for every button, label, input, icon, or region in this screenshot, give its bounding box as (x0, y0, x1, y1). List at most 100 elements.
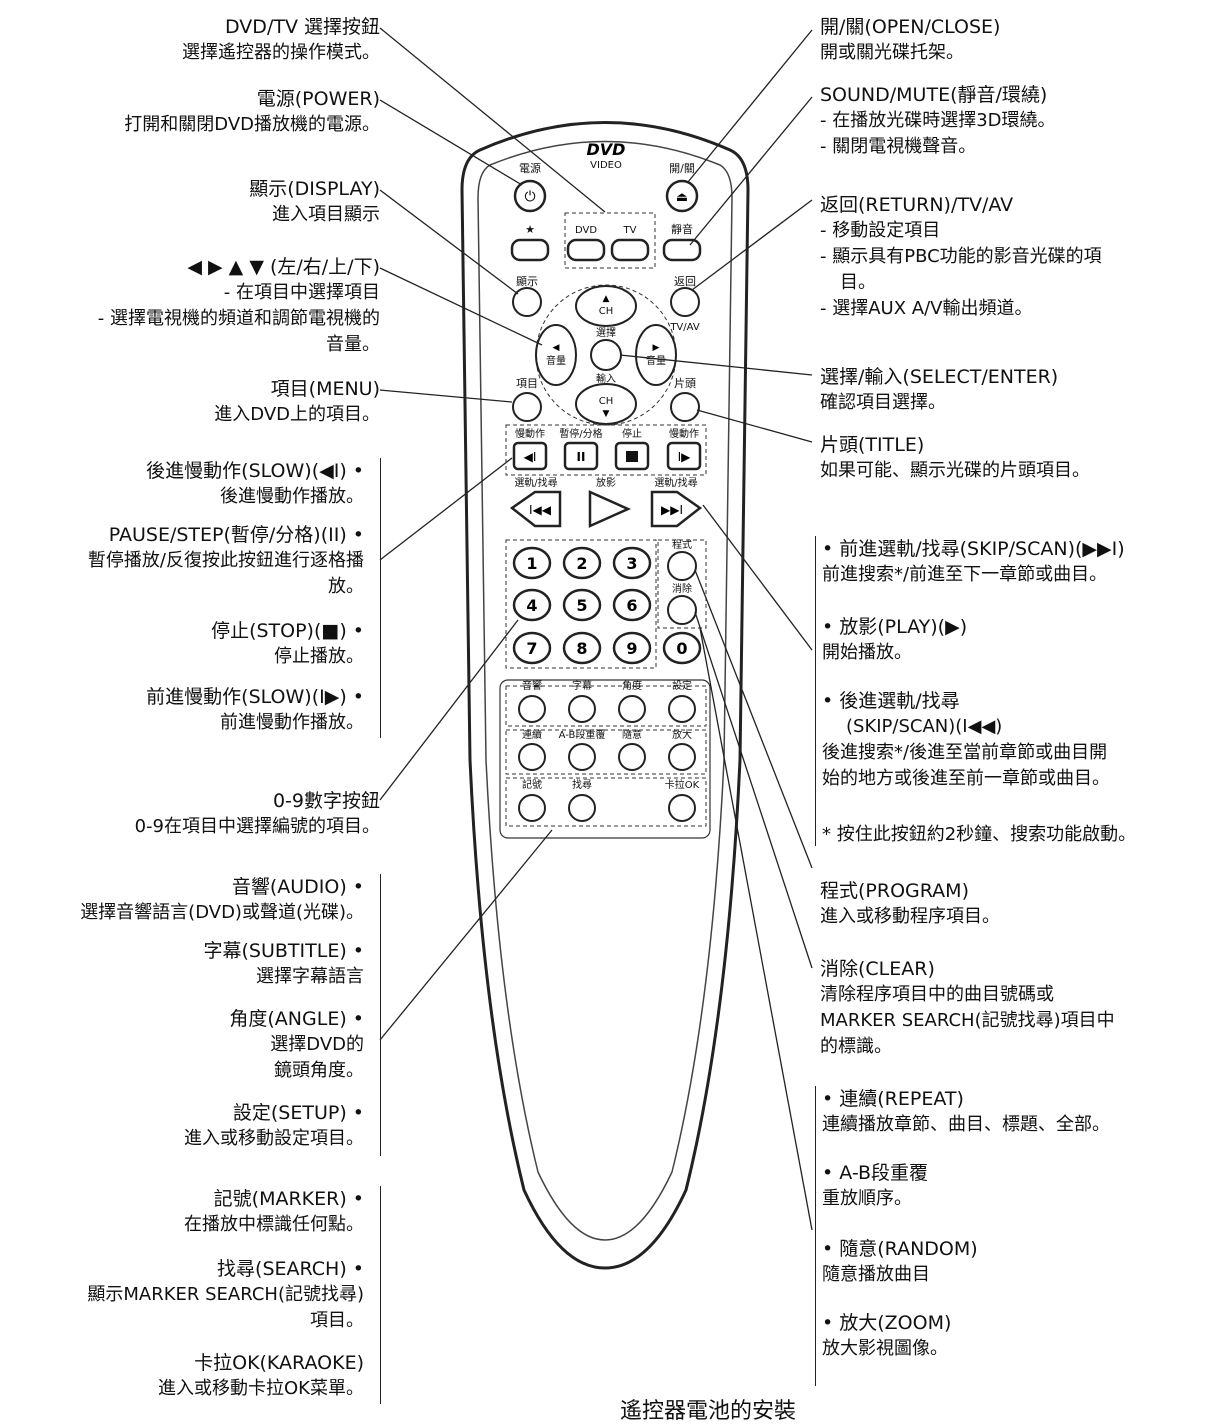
karaoke-label: 卡拉OK (665, 778, 700, 791)
remote-outline (460, 121, 750, 1270)
program-button[interactable] (667, 551, 697, 581)
label-note-text: * 按住此按鈕約2秒鐘、搜索功能啟動。 (822, 824, 1137, 845)
transport-group (505, 424, 707, 476)
label-random-title: • 隨意(RANDOM) (822, 1238, 978, 1260)
label-clear-desc3: 的標識。 (820, 1036, 892, 1057)
digit-6-button[interactable] (612, 588, 652, 622)
label-marker-title: 記號(MARKER) • (213, 1188, 364, 1210)
dvd-button[interactable] (566, 238, 606, 262)
label-angle-desc1: 選擇DVD的 (270, 1034, 364, 1055)
vol-right-icon: ▶ (653, 343, 660, 353)
display-button[interactable] (512, 287, 542, 317)
label-display-desc: 進入項目顯示 (272, 204, 380, 225)
label-clear-desc2: MARKER SEARCH(記號找尋)項目中 (820, 1010, 1115, 1031)
select-enter-button[interactable] (590, 339, 622, 371)
star-label: ★ (525, 223, 535, 236)
label-repeat-desc: 連續播放章節、曲目、標題、全部。 (822, 1114, 1110, 1135)
ch-up-button[interactable] (575, 285, 637, 327)
digit-5-label: 5 (576, 596, 587, 615)
digit-6-label: 6 (626, 596, 637, 615)
random-button[interactable] (618, 743, 646, 771)
star-button[interactable] (510, 238, 550, 262)
menu-button[interactable] (512, 392, 542, 422)
label-audio-title: 音響(AUDIO) • (231, 876, 364, 898)
digit-3-button[interactable] (612, 546, 652, 580)
digit-7-button[interactable] (512, 631, 552, 665)
clear-button[interactable] (667, 595, 697, 625)
setup-button[interactable] (668, 695, 696, 723)
open-close-button[interactable] (665, 179, 699, 213)
ab-repeat-button[interactable] (568, 743, 596, 771)
label-slowb: 後進慢動作(SLOW)(◀I) • 後進慢動作播放。 (146, 458, 364, 510)
zoom-button[interactable] (668, 743, 696, 771)
mute-button[interactable] (662, 238, 702, 262)
label-mute-title: SOUND/MUTE(靜音/環繞) (820, 84, 1048, 106)
label-menu-desc: 進入DVD上的項目。 (214, 404, 380, 425)
label-return: 返回(RETURN)/TV/AV - 移動設定項目 - 顯示具有PBC功能的影音… (820, 192, 1102, 322)
label-open: 開/關(OPEN/CLOSE) 開或關光碟托架。 (820, 14, 1000, 66)
clear-label: 消除 (672, 582, 692, 595)
label-play-title: • 放影(PLAY)(▶) (822, 616, 968, 638)
vol-right-label: 音量 (646, 354, 666, 367)
function-row2 (505, 729, 707, 775)
label-skipb-title: • 後進選軌/找尋 (822, 690, 960, 712)
label-arrows-desc2: - 選擇電視機的頻道和調節電視機的 (97, 308, 380, 329)
subtitle-button[interactable] (568, 695, 596, 723)
function-group (499, 679, 711, 839)
label-digits-desc: 0-9在項目中選擇編號的項目。 (134, 816, 380, 837)
skip-back-icon: I◀◀ (529, 503, 552, 517)
search-button[interactable] (568, 794, 596, 822)
digit-5-button[interactable] (562, 588, 602, 622)
display-label: 顯示 (516, 275, 538, 288)
ch-down-button[interactable] (575, 383, 637, 425)
digit-4-button[interactable] (512, 588, 552, 622)
angle-button[interactable] (618, 695, 646, 723)
open-label: 開/關 (669, 162, 695, 175)
karaoke-button[interactable] (668, 794, 696, 822)
digit-9-button[interactable] (612, 631, 652, 665)
digit-2-button[interactable] (562, 546, 602, 580)
return-button[interactable] (670, 287, 700, 317)
digit-0-button[interactable] (662, 631, 702, 665)
marker-button[interactable] (518, 794, 546, 822)
skip-fwd-button[interactable] (650, 490, 703, 528)
label-zoom: • 放大(ZOOM) 放大影視圖像。 (822, 1310, 951, 1362)
label-menu-title: 項目(MENU) (270, 378, 380, 400)
skip-back-label: 選軌/找尋 (514, 476, 557, 489)
label-pause-desc2: 放。 (328, 576, 364, 597)
marker-label: 記號 (522, 778, 542, 791)
repeat-button[interactable] (518, 743, 546, 771)
label-ab-desc: 重放順序。 (822, 1188, 912, 1209)
bracket-marker-left (376, 1186, 381, 1404)
label-program-title: 程式(PROGRAM) (820, 880, 969, 902)
label-stop-desc: 停止播放。 (274, 646, 364, 667)
label-ab: • A-B段重覆 重放順序。 (822, 1160, 928, 1212)
digit-0-label: 0 (676, 639, 687, 658)
label-select: 選擇/輸入(SELECT/ENTER) 確認項目選擇。 (820, 364, 1058, 416)
play-label: 放影 (596, 476, 616, 489)
audio-button[interactable] (518, 695, 546, 723)
power-button[interactable] (513, 179, 547, 213)
skip-back-button[interactable] (509, 490, 562, 528)
tv-button[interactable] (610, 238, 650, 262)
label-return-desc2: - 顯示具有PBC功能的影音光碟的項 (820, 246, 1102, 267)
label-title: 片頭(TITLE) 如果可能、顯示光碟的片頭項目。 (820, 432, 1090, 484)
slow-fwd-button[interactable] (666, 441, 702, 471)
label-open-title: 開/關(OPEN/CLOSE) (820, 16, 1001, 38)
vol-left-button[interactable] (535, 324, 577, 386)
vol-right-button[interactable] (635, 324, 677, 386)
pause-step-button[interactable] (563, 441, 599, 471)
play-button[interactable] (588, 490, 632, 528)
digit-8-button[interactable] (562, 631, 602, 665)
slow-back-icon: ◀I (524, 450, 537, 464)
label-menu: 項目(MENU) 進入DVD上的項目。 (214, 376, 380, 428)
label-return-desc1: - 移動設定項目 (820, 220, 941, 241)
title-button[interactable] (670, 392, 700, 422)
label-slowf-desc: 前進慢動作播放。 (220, 712, 364, 733)
label-stop-title: 停止(STOP)(■) • (211, 620, 364, 642)
slow-back-button[interactable] (512, 441, 548, 471)
power-icon: ⏻ (524, 189, 535, 205)
label-angle-title: 角度(ANGLE) • (229, 1008, 364, 1030)
digit-1-button[interactable] (512, 546, 552, 580)
label-skipb: • 後進選軌/找尋 (SKIP/SCAN)(I◀◀) 後進搜索*/後進至當前章節… (822, 688, 1110, 792)
